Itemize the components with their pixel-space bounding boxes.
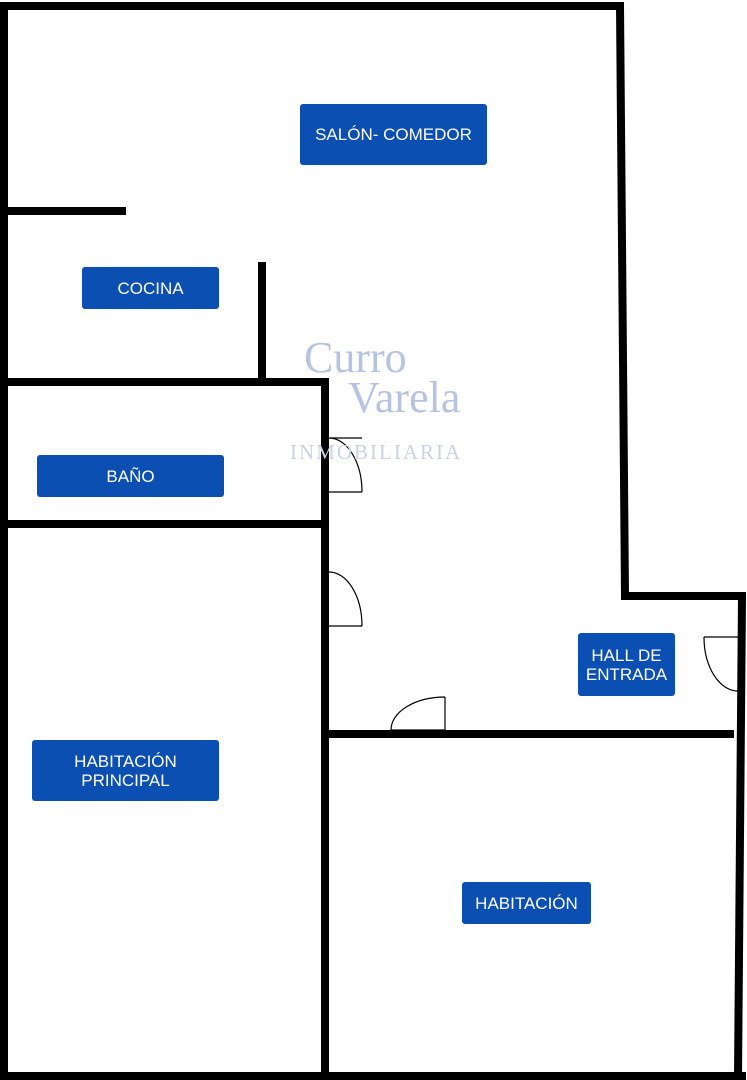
room-label-habitacion: HABITACIÓN	[462, 882, 591, 924]
room-label-hall: HALL DE ENTRADA	[578, 633, 675, 696]
door-bath	[328, 437, 363, 493]
wall-right-upper	[615, 1, 630, 601]
door-master	[328, 571, 363, 627]
door-entrance	[703, 636, 739, 692]
door-swings	[328, 437, 739, 731]
room-label-salon: SALÓN- COMEDOR	[300, 104, 487, 165]
room-label-cocina: COCINA	[82, 267, 219, 309]
wall-right-lower	[733, 591, 747, 1080]
room-label-bano: BAÑO	[37, 455, 224, 497]
door-bedroom	[390, 696, 446, 731]
room-label-habitacion-principal: HABITACIÓN PRINCIPAL	[32, 740, 219, 801]
